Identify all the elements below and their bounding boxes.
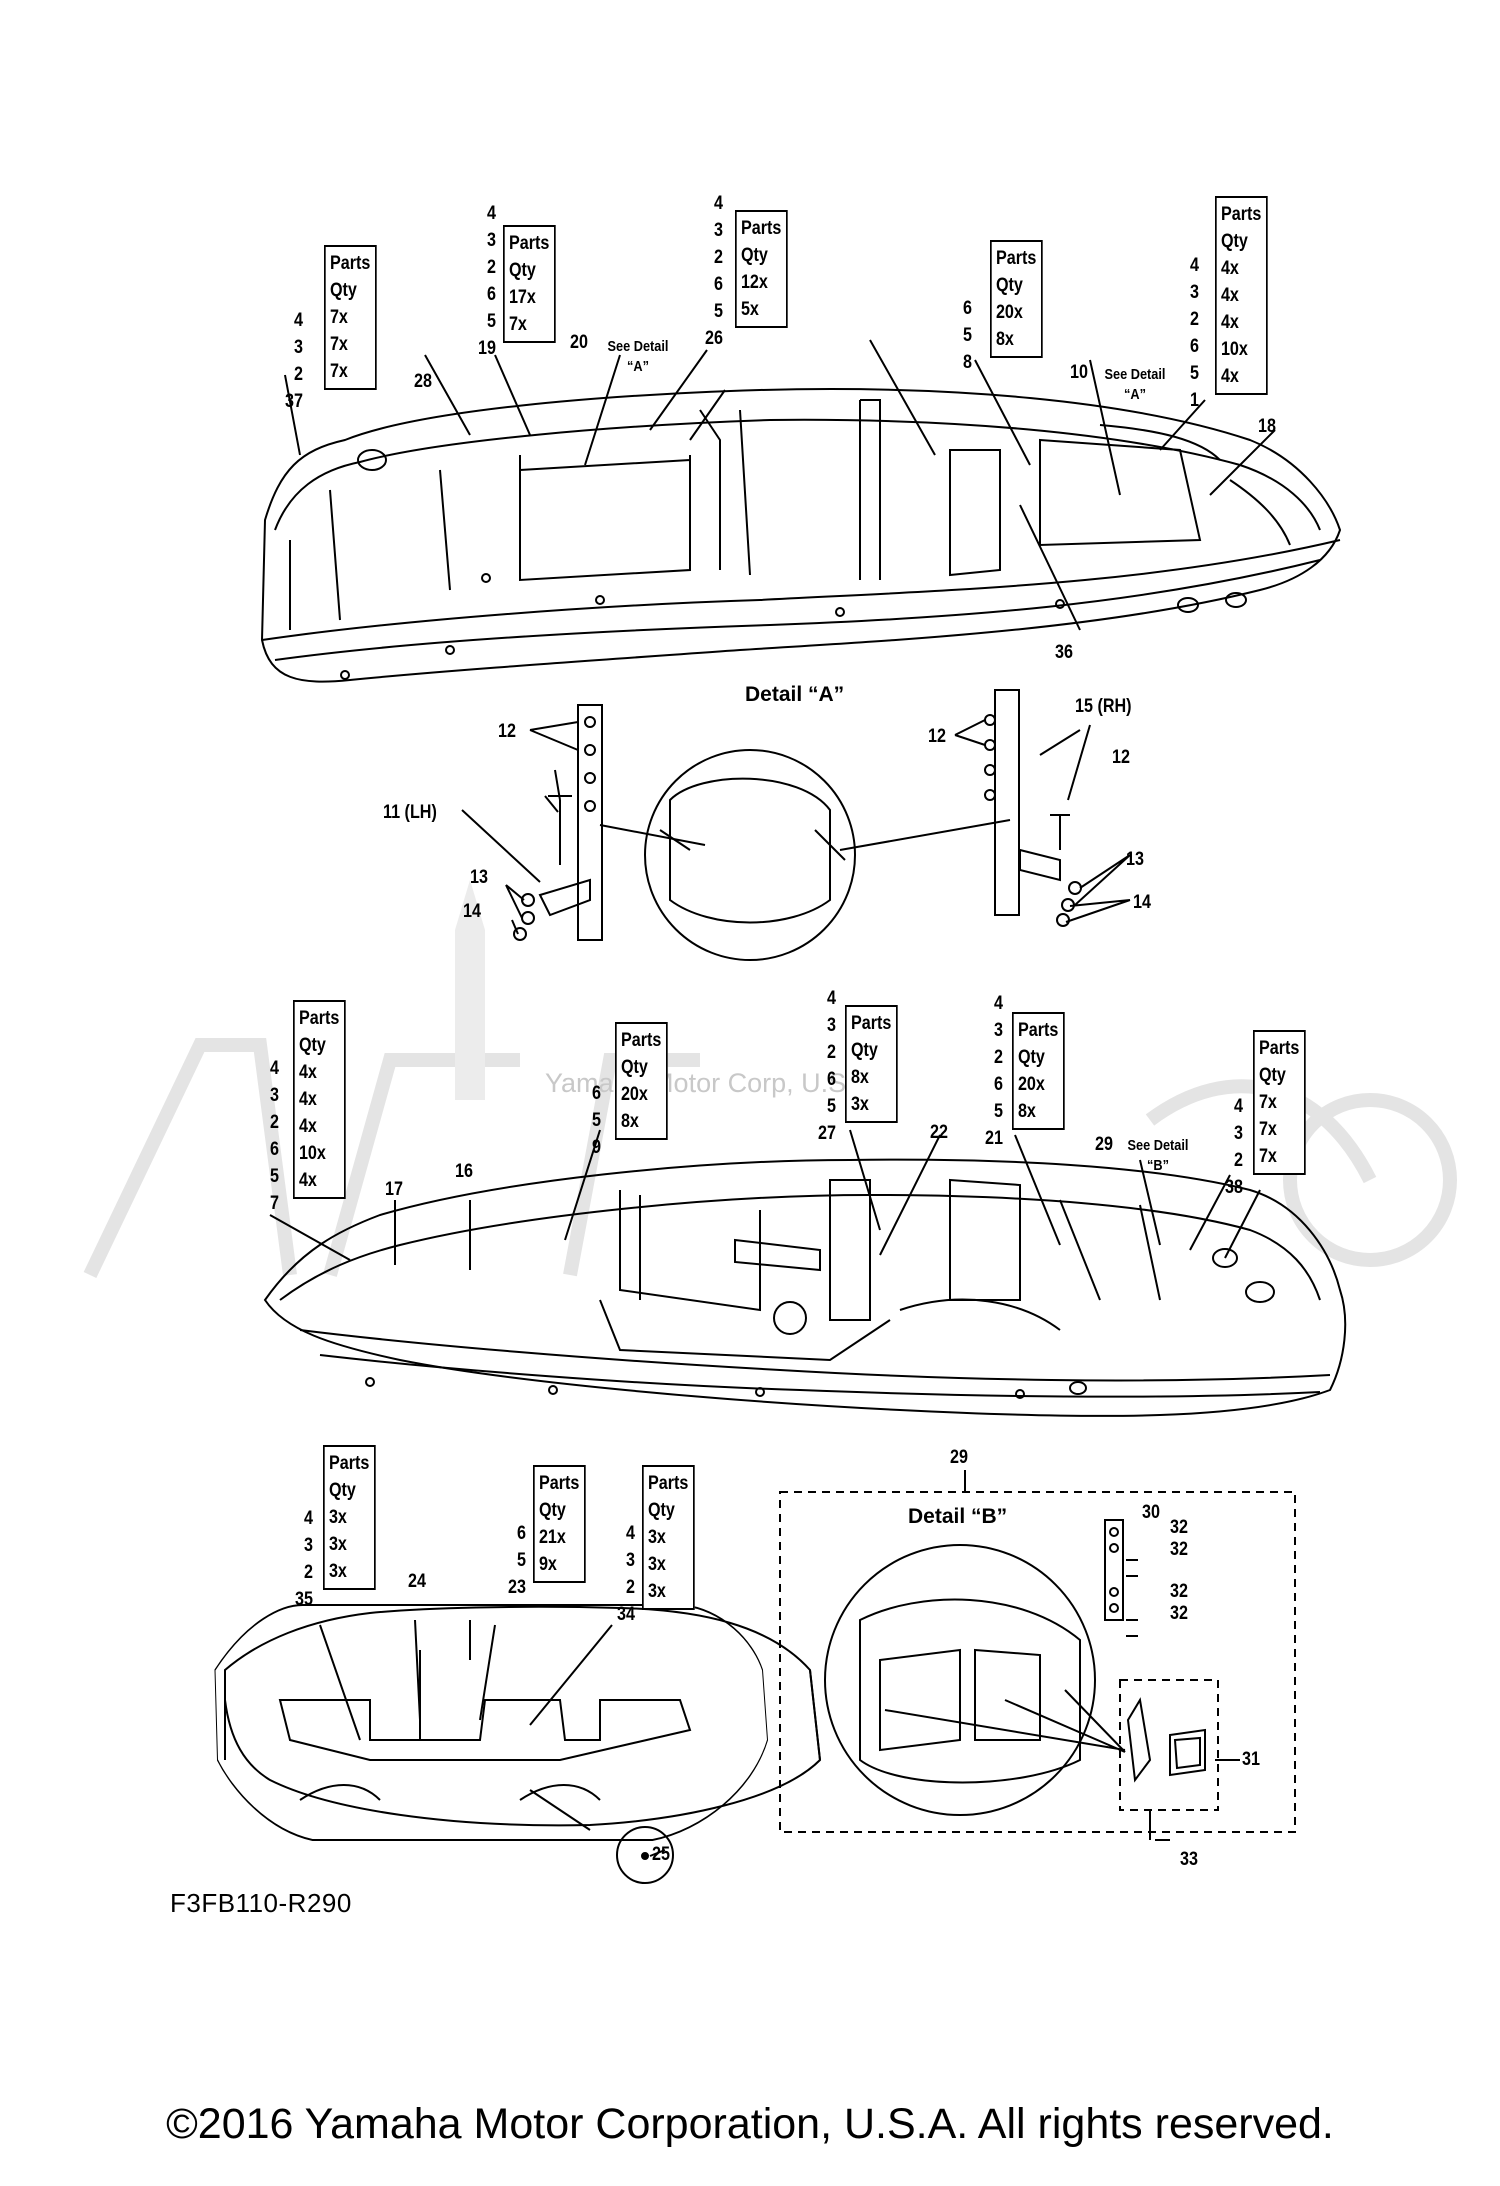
rear-view-drawing xyxy=(214,1604,822,1884)
callout-32-b: 32 xyxy=(1170,1539,1188,1560)
callout-29-detail-b: 29 xyxy=(950,1447,968,1468)
callout-25: 25 xyxy=(652,1844,670,1865)
callout-13-lh: 13 xyxy=(470,867,488,888)
callout-30: 30 xyxy=(1142,1502,1160,1523)
callout-29: 29 xyxy=(1095,1134,1113,1155)
callout-32-a: 32 xyxy=(1170,1517,1188,1538)
callout-36: 36 xyxy=(1055,642,1073,663)
middle-boat-drawing xyxy=(263,1129,1347,1417)
callout-32-c: 32 xyxy=(1170,1581,1188,1602)
see-detail-a-label-1: See Detail “A” xyxy=(607,338,669,375)
see-detail-b-label: See Detail “B” xyxy=(1127,1137,1189,1174)
see-detail-a-label-2: See Detail “A” xyxy=(1104,366,1166,403)
callout-22: 22 xyxy=(930,1122,948,1143)
drawing-code: F3FB110-R290 xyxy=(170,1888,352,1918)
detail-a-title: Detail “A” xyxy=(745,683,845,706)
callout-24: 24 xyxy=(408,1571,426,1592)
watermark-logo-graphic xyxy=(83,880,1457,1279)
callout-12-rh-b: 12 xyxy=(1112,747,1130,768)
watermark-text: Yamaha Motor Corp, U.S.A. xyxy=(545,1068,880,1098)
copyright-notice: ©2016 Yamaha Motor Corporation, U.S.A. A… xyxy=(166,2100,1334,2148)
detail-a-drawing xyxy=(461,689,1131,961)
callout-20: 20 xyxy=(570,332,588,353)
callout-28: 28 xyxy=(414,371,432,392)
callout-14-rh: 14 xyxy=(1133,892,1151,913)
callout-32-d: 32 xyxy=(1170,1603,1188,1624)
callout-33: 33 xyxy=(1180,1849,1198,1870)
callout-13-rh: 13 xyxy=(1126,849,1144,870)
callout-12-rh-a: 12 xyxy=(928,726,946,747)
callout-14-lh: 14 xyxy=(463,901,481,922)
detail-b-drawing xyxy=(779,1470,1296,1841)
callout-18: 18 xyxy=(1258,416,1276,437)
callout-31: 31 xyxy=(1242,1749,1260,1770)
callout-10: 10 xyxy=(1070,362,1088,383)
callout-11-lh: 11 (LH) xyxy=(383,802,437,823)
callout-15-rh: 15 (RH) xyxy=(1075,696,1132,717)
callout-12-lh: 12 xyxy=(498,721,516,742)
callout-16: 16 xyxy=(455,1161,473,1182)
detail-b-title: Detail “B” xyxy=(908,1505,1008,1528)
top-boat-drawing xyxy=(260,339,1342,683)
callout-17: 17 xyxy=(385,1179,403,1200)
